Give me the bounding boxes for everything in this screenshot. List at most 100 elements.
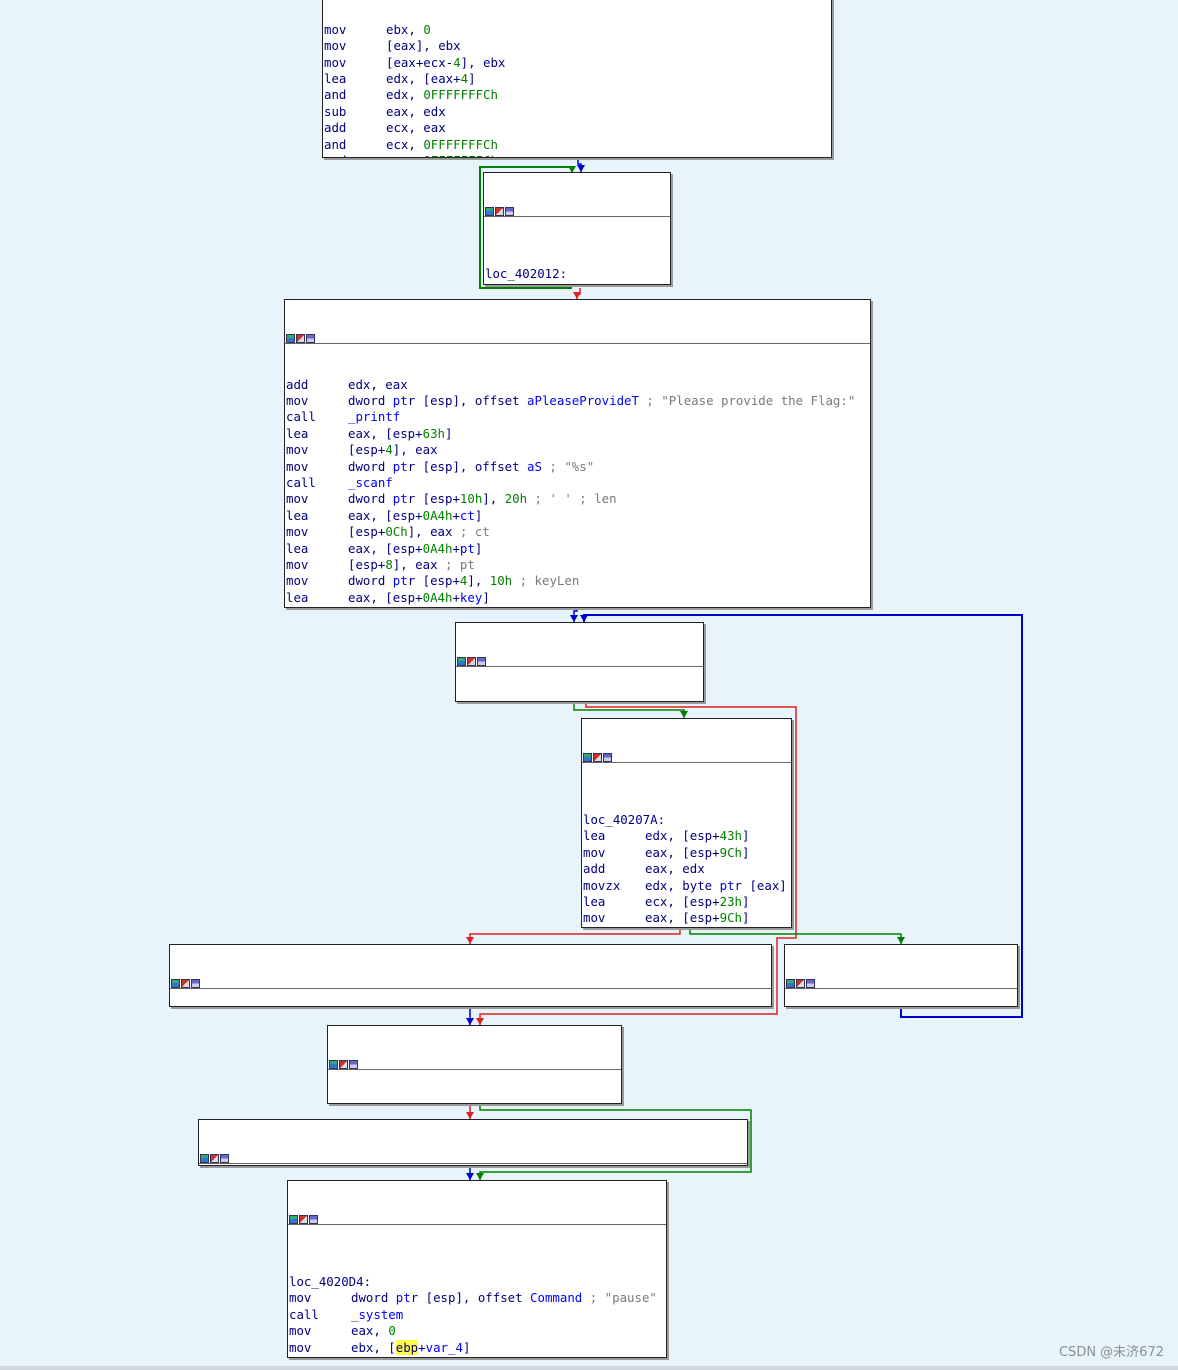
graph-node-icon [485,206,494,216]
block-header [170,977,771,989]
code-line[interactable]: lea eax, [esp+0A4h+key] [286,590,869,606]
operand: edx, eax [348,376,408,392]
edge-40207A-to-dontknow [469,927,681,944]
operand: dword ptr [esp], offset aPleaseProvideT [348,393,639,409]
mnemonic: mov [289,1290,312,1306]
graph-edit-icon [181,978,190,988]
operand: _system [351,1306,404,1322]
operand: _printf [348,409,401,425]
code-line[interactable]: add edx, eax [286,377,869,393]
operand: [eax+ecx-4], ebx [386,54,506,70]
comment: ; pt [437,556,475,572]
code-line[interactable]: mov[eax+ecx-4], ebx [324,55,830,71]
operand: eax, edx [386,103,446,119]
block-header [199,1152,747,1164]
arrowhead [570,615,578,622]
code-line[interactable]: leave [289,1356,665,1357]
comment: ; ct [452,524,490,540]
operand: [esp+4], eax [348,442,438,458]
graph-node-icon [171,978,180,988]
blank-line [329,1103,620,1104]
code-line[interactable]: add eax, edx [583,861,790,877]
graph-node-icon [289,1214,298,1224]
operand: edx, 0FFFFFFFCh [386,87,498,103]
code-line[interactable]: call_printf [286,409,869,425]
operand: eax, [esp+0A4h+key] [348,589,490,605]
mnemonic: call [286,474,316,490]
arrowhead [577,165,585,172]
code-line[interactable]: mov[esp+0Ch], eax ; ct [286,524,869,540]
code-label[interactable]: loc_402012: [485,266,568,282]
code-block-loc-4020AC[interactable]: loc_4020AC:adddword ptr [esp+9Ch], 1 [784,944,1018,1007]
code-line[interactable]: mov[edx+eax], ebx [485,282,669,284]
watermark: CSDN @未济672 [1058,1345,1164,1360]
mnemonic: add [583,861,606,877]
mnemonic: mov [485,282,547,284]
operand: edx, byte ptr [eax] [645,877,787,893]
block-header [288,1213,666,1225]
operand: _scanf [348,474,393,490]
mnemonic: lea [286,589,309,605]
code-block-loc-402012[interactable]: loc_402012:mov[edx+eax], ebxaddeax, 4cmp… [483,172,671,285]
operand: ecx, [esp+23h] [645,893,750,909]
arrowhead [897,937,905,944]
blank-line [485,250,669,266]
operand: eax, [esp+9Ch] [645,844,750,860]
block-header [285,332,870,344]
code-line[interactable]: call_system [289,1307,665,1323]
graph-color-icon [220,1153,229,1163]
code-line[interactable]: mov[eax], ebx [324,38,830,54]
operand: [esp+0Ch], eax [348,524,453,540]
mnemonic: mov [286,458,309,474]
code-block-loc-4020B4[interactable]: loc_4020B4:cmpdword ptr [esp+9Ch], 1Fhjl… [455,622,704,702]
operand: eax, 0 [351,1323,396,1339]
operand: eax, edx [645,861,705,877]
block-header [785,977,1017,989]
code-line[interactable]: mov[esp+8], eax ; pt [286,557,869,573]
comment: ; "pause" [582,1290,657,1306]
code-line[interactable]: mov[esp], eax ; key [286,606,869,607]
arrowhead [573,292,581,299]
graph-node-icon [329,1059,338,1069]
code-line[interactable]: call _scanf [286,475,869,491]
code-label[interactable]: loc_4020D4: [289,1274,372,1290]
arrowhead [476,1173,484,1180]
mnemonic: add [286,376,309,392]
code-block-loc-4020BE[interactable]: loc_4020BE:cmpdword ptr [esp+9Ch], 20h ;… [327,1025,622,1104]
code-label[interactable]: loc_40207A: [583,812,666,828]
mnemonic: mov [286,442,309,458]
code-line[interactable]: mov [esp+4], eax [286,442,869,458]
arrowhead [466,937,474,944]
graph-color-icon [505,206,514,216]
operand: ecx, 0FFFFFFFCh [386,136,498,152]
